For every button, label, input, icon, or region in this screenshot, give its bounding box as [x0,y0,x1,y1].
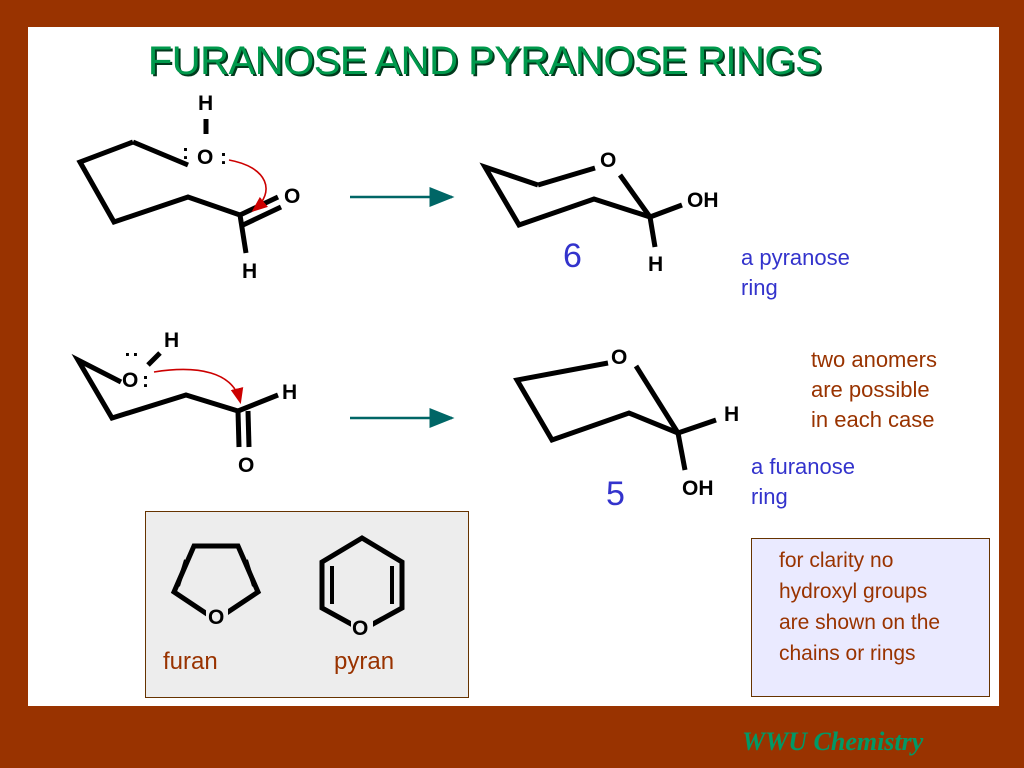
bond-ring-o-furanose [633,364,681,435]
atom-o-pyran: O [352,617,368,640]
bond-aldehyde-ch [237,214,249,254]
atom-h-hydroxyl-top: H [198,92,213,115]
note-box: for clarity no hydroxyl groups are shown… [751,538,990,697]
atom-h-aldehyde-top: H [242,260,257,283]
curved-arrow-top [228,159,268,213]
ring-size-pyranose: 6 [563,237,582,275]
bond-anomeric-h [647,216,658,248]
chain-bonds-bottom [71,353,239,421]
atom-o-carbonyl-bottom: O [238,454,254,477]
label-furanose: a furanose ring [751,454,855,509]
bond-oh-diagonal [146,351,162,367]
label-pyran: pyran [334,648,395,675]
bond-aldehyde-co-bottom-1 [235,410,242,448]
heterocycle-box: O O furan pyran [145,511,469,698]
bond-aldehyde-co-bottom-2 [245,410,252,448]
ring-size-furanose: 5 [606,475,625,513]
slide-title: FURANOSE AND PYRANOSE RINGS [147,39,822,83]
bond-anomeric-oh-furanose [675,432,688,471]
bond-anomeric-h-furanose [677,417,717,436]
atom-h-pyranose: H [648,253,663,276]
atom-o-furan: O [208,606,224,629]
bond-ring-o-right [617,173,653,219]
bond-chain-to-hydroxyl [132,139,189,168]
atom-o-ring-pyranose: O [600,149,616,172]
label-furan: furan [163,648,218,675]
furanose-ring: O H OH 5 [513,346,739,513]
pyran-structure: O [319,535,405,640]
curved-arrow-bottom [153,368,244,405]
bond-anomeric-oh [649,202,683,220]
open-chain-aldehyde-top: H O : : O H [76,92,300,283]
atom-h-hydroxyl-bottom: H [164,329,179,352]
atom-h-furanose: H [724,403,739,426]
bond-aldehyde-ch-bottom [237,392,279,414]
pyranose-ring: O OH H 6 [479,149,719,276]
slide-canvas: FURANOSE AND PYRANOSE RINGS H O : : O H [28,27,999,706]
atom-o-hydroxyl-top: O [197,146,213,169]
atom-o-carbonyl-top: O [284,185,300,208]
label-pyranose: a pyranose ring [741,245,850,300]
atom-o-ring-furanose: O [611,346,627,369]
note-text: for clarity no hydroxyl groups are shown… [779,549,941,665]
label-anomers: two anomers are possible in each case [811,347,937,432]
atom-oh-pyranose: OH [687,189,719,212]
open-chain-aldehyde-bottom: H O : : H O [71,329,297,477]
pyranose-ring-bonds [479,162,651,229]
chain-bonds-top [76,139,241,226]
lone-pair-left-top: : [182,141,189,164]
bond-ring-o-left [537,165,596,188]
lone-pair-right-bottom: : [142,369,149,392]
furan-structure: O O [170,535,405,640]
atom-h-aldehyde-bottom: H [282,381,297,404]
chemistry-diagram: H O : : O H O OH H 6 H [71,92,739,513]
footer-credit: WWU Chemistry [742,727,924,756]
lone-pair-right-top: : [220,146,227,169]
lone-pair-top-bottom: : [121,351,144,358]
bond-aldehyde-co-2 [241,204,283,228]
atom-o-hydroxyl-bottom: O [122,369,138,392]
furanose-ring-bonds [513,360,679,444]
atom-oh-furanose: OH [682,477,714,500]
